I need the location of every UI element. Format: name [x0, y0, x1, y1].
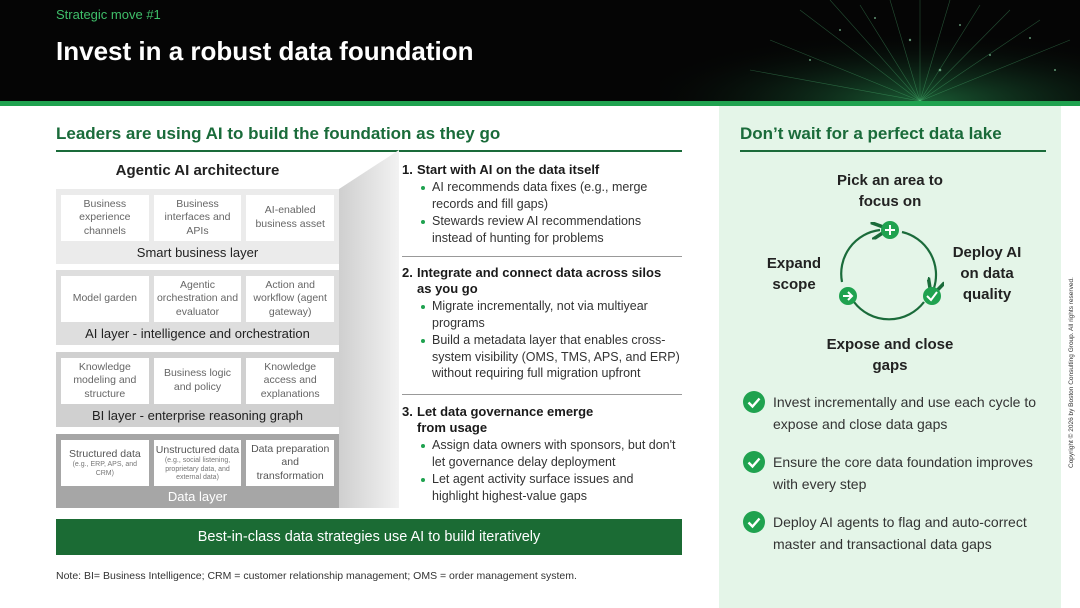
layer-cell: Business interfaces and APIs: [153, 195, 242, 241]
cycle-label-bottom: Expose and close gaps: [826, 336, 954, 374]
right-panel: [719, 106, 1061, 608]
layer-cell: Action and workflow (agent gateway): [246, 276, 335, 322]
cell-sub-text: (e.g., ERP, APS, and CRM): [72, 461, 138, 477]
step-title: Start with AI on the data itself: [417, 162, 600, 177]
layer-cell: Knowledge modeling and structure: [61, 358, 149, 404]
layer-label: BI layer - enterprise reasoning graph: [91, 408, 303, 423]
smart-business-layer: Business experience channels Business in…: [56, 189, 339, 264]
step-title-cont: from usage: [417, 420, 488, 435]
header-divider: [0, 101, 1080, 106]
layer-cell: Structured data (e.g., ERP, APS, and CRM…: [61, 440, 149, 486]
cell-main-text: Data preparation and transformation: [251, 442, 330, 482]
right-heading-rule: [740, 150, 1046, 152]
step-number: 3.: [402, 404, 413, 419]
step-title: Let data governance emerge: [417, 404, 594, 419]
step-divider: [402, 394, 682, 395]
cell-main-text: Unstructured data: [155, 443, 240, 456]
cycle-label-right: Deploy AI on data quality: [952, 244, 1022, 303]
cycle-label-left: Expand scope: [766, 255, 822, 293]
check-icon: [743, 391, 765, 413]
step-1: 1. Start with AI on the data itself AI re…: [402, 162, 682, 246]
step-2: 2. Integrate and connect data across silo…: [402, 265, 682, 382]
layer-cell: Business logic and policy: [153, 358, 242, 404]
layer-cell: Business experience channels: [61, 195, 149, 241]
layer-cell: Agentic orchestration and evaluator: [153, 276, 242, 322]
ai-layer: Model garden Agentic orchestration and e…: [56, 270, 339, 345]
step-bullet: AI recommends data fixes (e.g., merge re…: [402, 179, 682, 212]
header-bar: Strategic move #1 Invest in a robust dat…: [0, 0, 1080, 101]
layer-cell: Unstructured data (e.g., social listenin…: [153, 440, 242, 486]
footnote: Note: BI= Business Intelligence; CRM = c…: [56, 570, 577, 582]
layer-label: Smart business layer: [136, 245, 259, 260]
copyright-text: Copyright © 2026 by Boston Consulting Gr…: [1068, 277, 1075, 468]
check-icon: [743, 451, 765, 473]
step-title-cont: as you go: [417, 281, 478, 296]
step-bullet: Stewards review AI recommendations inste…: [402, 213, 682, 246]
layer-label: AI layer - intelligence and orchestratio…: [85, 326, 310, 341]
cell-sub-text: (e.g., social listening, proprietary dat…: [164, 457, 231, 482]
architecture-title: Agentic AI architecture: [115, 162, 280, 179]
check-text: Invest incrementally and use each cycle …: [773, 394, 1037, 432]
cell-main-text: Structured data: [68, 447, 141, 460]
cycle-diagram: [839, 216, 944, 321]
funnel-connector: [339, 150, 399, 508]
cycle-label-top: Pick an area to focus on: [837, 172, 943, 210]
step-bullet: Assign data owners with sponsors, but do…: [402, 437, 682, 470]
step-bullet: Build a metadata layer that enables cros…: [402, 332, 682, 382]
step-3: 3.Let data governance emerge from usage …: [402, 404, 682, 504]
header-glow-graphic: [660, 0, 1080, 101]
layer-cell: Knowledge access and explanations: [246, 358, 335, 404]
bi-layer: Knowledge modeling and structure Busines…: [56, 352, 339, 427]
strategic-move-kicker: Strategic move #1: [56, 7, 161, 22]
layer-cell: AI-enabled business asset: [246, 195, 335, 241]
left-section-heading: Leaders are using AI to build the founda…: [56, 124, 501, 143]
check-icon: [743, 511, 765, 533]
right-section-heading: Don’t wait for a perfect data lake: [740, 124, 1002, 143]
data-layer: Structured data (e.g., ERP, APS, and CRM…: [56, 434, 339, 508]
layer-cell: Data preparation and transformation: [246, 440, 335, 486]
layer-label: Data layer: [167, 489, 228, 504]
left-heading-rule: [56, 150, 682, 152]
layer-cell: Model garden: [61, 276, 149, 322]
check-text: Deploy AI agents to flag and auto-correc…: [773, 514, 1027, 552]
page-title: Invest in a robust data foundation: [56, 36, 474, 66]
key-takeaway-banner: Best-in-class data strategies use AI to …: [56, 519, 682, 555]
step-bullet: Let agent activity surface issues and hi…: [402, 471, 682, 504]
step-number: 1.: [402, 162, 413, 177]
step-divider: [402, 256, 682, 257]
step-bullet: Migrate incrementally, not via multiyear…: [402, 298, 682, 331]
check-text: Ensure the core data foundation improves…: [773, 454, 1033, 492]
step-title: Integrate and connect data across silos: [417, 265, 662, 280]
step-number: 2.: [402, 265, 413, 280]
